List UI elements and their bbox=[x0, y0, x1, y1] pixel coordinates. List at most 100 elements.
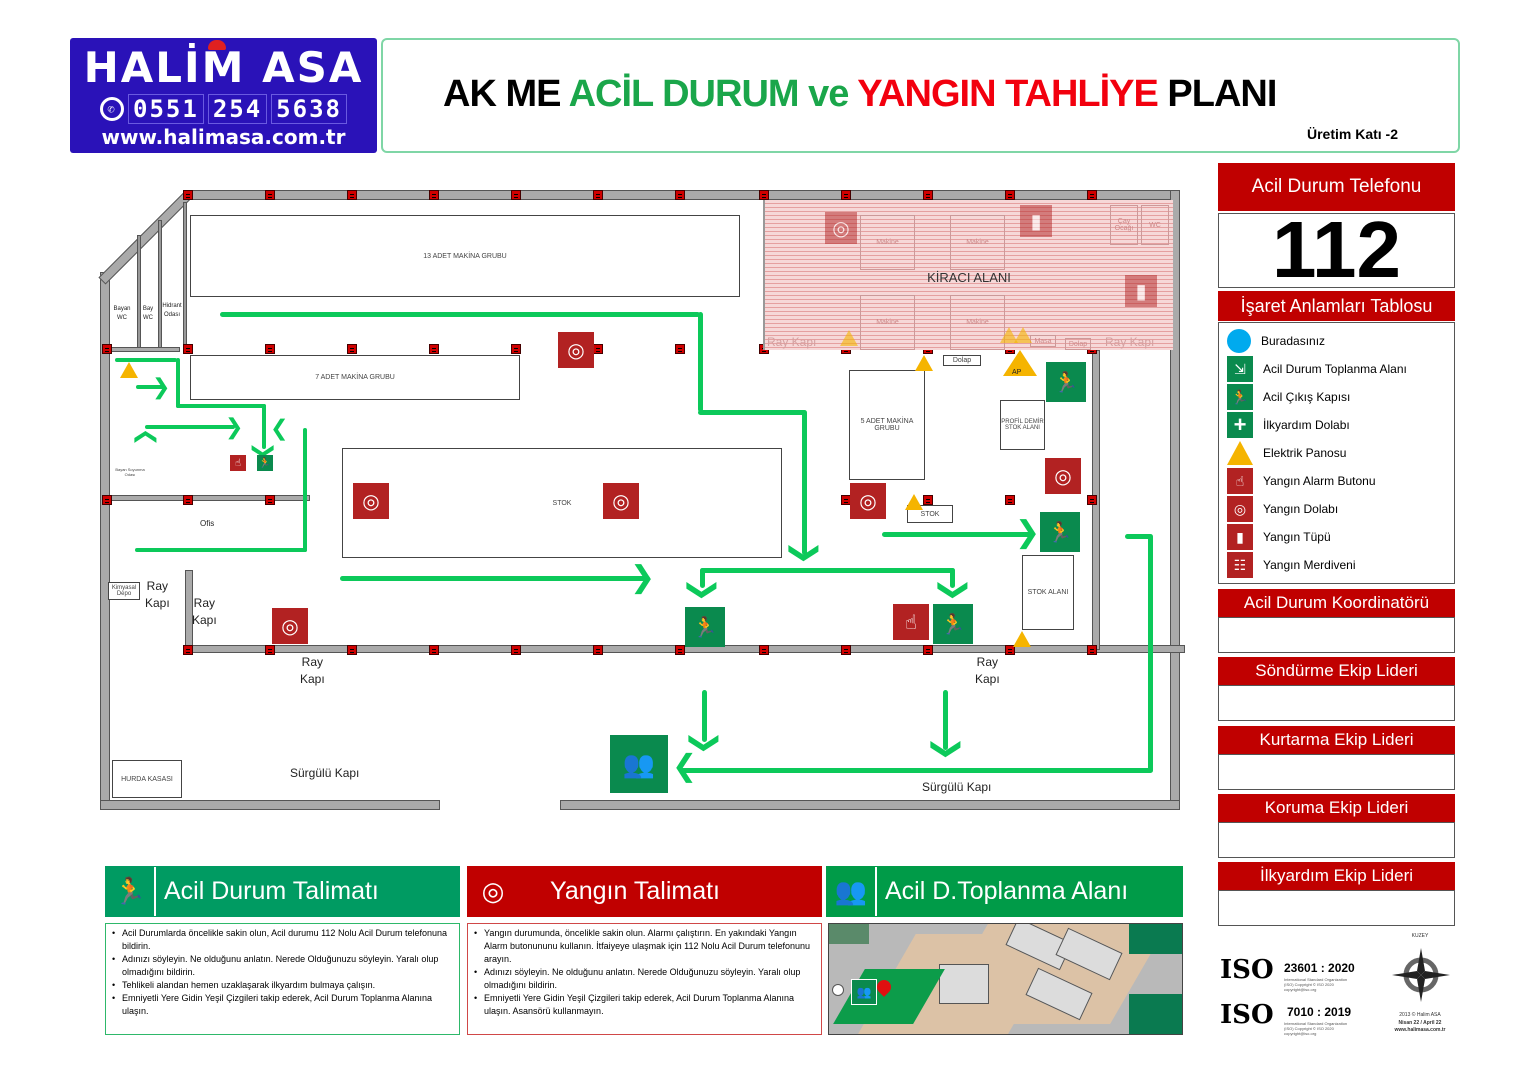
legend-item: +İlkyardım Dolabı bbox=[1227, 411, 1446, 439]
stock-area: STOK ALANI bbox=[1022, 555, 1074, 630]
arrow-right-icon: ❯ bbox=[1015, 516, 1041, 549]
column bbox=[1005, 645, 1015, 655]
wall bbox=[98, 192, 191, 285]
compass-icon bbox=[1392, 948, 1450, 1002]
electric-hazard-icon bbox=[915, 355, 933, 371]
tenant-machine: Makine bbox=[950, 295, 1005, 350]
footer-website: www.halimasa.com.tr bbox=[1394, 1027, 1446, 1033]
floor-plan: KİRACI ALANI Makine Makine Makine Makine… bbox=[98, 190, 1185, 810]
fire-alarm-button-icon: ☝ bbox=[893, 604, 929, 640]
arrow-down-icon: ❯ bbox=[937, 577, 971, 603]
evacuation-route bbox=[680, 768, 1153, 773]
evacuation-route bbox=[145, 425, 235, 429]
evacuation-route bbox=[802, 410, 807, 555]
you-are-here-icon bbox=[1227, 329, 1251, 353]
profile-stock-area: PROFİL DEMİR STOK ALANI bbox=[1000, 400, 1045, 450]
electric-hazard-icon bbox=[1013, 631, 1031, 647]
column bbox=[183, 495, 193, 505]
column bbox=[923, 495, 933, 505]
column bbox=[265, 645, 275, 655]
column bbox=[265, 344, 275, 354]
instruction-item: Emniyetli Yere Gidin Yeşil Çizgileri tak… bbox=[112, 992, 453, 1018]
emergency-exit-icon: 🏃 bbox=[685, 607, 725, 647]
arrow-up-icon: ❯ bbox=[131, 427, 157, 447]
column bbox=[1087, 190, 1097, 200]
instruction-item: Tehlikeli alandan hemen uzaklaşarak ilky… bbox=[112, 979, 453, 992]
evacuation-route bbox=[700, 568, 705, 588]
arrow-left-icon: ❯ bbox=[270, 419, 289, 444]
role-header-firstaid: İlkyardım Ekip Lideri bbox=[1218, 862, 1455, 890]
wall bbox=[560, 800, 1180, 810]
evacuation-route bbox=[700, 568, 955, 573]
emergency-phone-header: Acil Durum Telefonu bbox=[1218, 163, 1455, 211]
column bbox=[429, 190, 439, 200]
instruction-item: Emniyetli Yere Gidin Yeşil Çizgileri tak… bbox=[474, 992, 815, 1018]
role-field-coordinator[interactable] bbox=[1218, 617, 1455, 653]
evacuation-route bbox=[882, 532, 1032, 537]
legend-item: ☝Yangın Alarm Butonu bbox=[1227, 467, 1446, 495]
sliding-door-label: Sürgülü Kapı bbox=[290, 766, 360, 780]
emergency-instructions-header: 🏃 Acil Durum Talimatı bbox=[105, 866, 460, 917]
column bbox=[429, 645, 439, 655]
fire-hose-icon: ◎ bbox=[850, 483, 886, 519]
column bbox=[511, 190, 521, 200]
date-label: Nisan 22 / April 22 bbox=[1398, 1020, 1442, 1026]
assembly-area-map: 👥 bbox=[828, 923, 1183, 1035]
electric-hazard-icon bbox=[1014, 327, 1032, 343]
wall bbox=[110, 495, 310, 501]
arrow-down-icon: ❯ bbox=[688, 730, 722, 756]
role-field-rescue[interactable] bbox=[1218, 754, 1455, 790]
legend-header: İşaret Anlamları Tablosu bbox=[1218, 291, 1455, 321]
role-field-extinguish[interactable] bbox=[1218, 685, 1455, 721]
evacuation-route bbox=[135, 548, 307, 552]
fire-hose-icon: ◎ bbox=[1227, 496, 1253, 522]
evacuation-route bbox=[176, 404, 266, 408]
legend-item: ◎Yangın Dolabı bbox=[1227, 495, 1446, 523]
fire-hose-icon: ◎ bbox=[603, 483, 639, 519]
column bbox=[429, 344, 439, 354]
emergency-exit-icon: 🏃 bbox=[933, 604, 973, 644]
column bbox=[923, 645, 933, 655]
ap-label: AP bbox=[1012, 369, 1022, 376]
evacuation-route bbox=[1148, 534, 1153, 772]
role-field-protection[interactable] bbox=[1218, 822, 1455, 858]
machine-group-13: 13 ADET MAKİNA GRUBU bbox=[190, 215, 740, 297]
assembly-point-icon: 👥 bbox=[851, 979, 877, 1005]
column bbox=[347, 344, 357, 354]
fire-instructions-header: ◎ Yangın Talimatı bbox=[467, 866, 822, 917]
legend-item: Buradasınız bbox=[1227, 327, 1446, 355]
emergency-phone-box: 112 bbox=[1218, 205, 1455, 294]
evacuation-route bbox=[698, 410, 806, 415]
emergency-phone-number: 112 bbox=[1271, 205, 1402, 294]
assembly-area-header: 👥 Acil D.Toplanma Alanı bbox=[826, 866, 1183, 917]
electric-hazard-icon bbox=[840, 330, 858, 346]
office: Ofis bbox=[200, 519, 215, 528]
column bbox=[841, 645, 851, 655]
tenant-area: KİRACI ALANI Makine Makine Makine Makine… bbox=[763, 200, 1173, 350]
wall bbox=[183, 202, 187, 350]
role-header-coordinator: Acil Durum Koordinatörü bbox=[1218, 589, 1455, 617]
instruction-item: Yangın durumunda, öncelikle sakin olun. … bbox=[474, 927, 815, 966]
you-are-here-marker bbox=[832, 984, 844, 996]
column bbox=[1005, 495, 1015, 505]
rail-door-label: Ray Kapı bbox=[1105, 335, 1155, 349]
scrap-bin: HURDA KASASI bbox=[112, 760, 182, 798]
fire-ladder-icon: ☷ bbox=[1227, 552, 1253, 578]
evacuation-route bbox=[1125, 534, 1152, 539]
machine-group-7: 7 ADET MAKİNA GRUBU bbox=[190, 355, 520, 400]
column bbox=[511, 645, 521, 655]
role-field-firstaid[interactable] bbox=[1218, 890, 1455, 926]
tenant-kitchen: Çay Ocağı bbox=[1110, 205, 1138, 245]
electric-hazard-icon bbox=[1227, 441, 1253, 465]
column bbox=[593, 645, 603, 655]
logo-phone: ✆ 0551 254 5638 bbox=[70, 94, 377, 124]
evacuation-route bbox=[702, 690, 707, 742]
column bbox=[102, 495, 112, 505]
role-header-extinguish: Söndürme Ekip Lideri bbox=[1218, 657, 1455, 685]
fire-hose-icon: ◎ bbox=[1045, 458, 1081, 494]
sliding-door-label: Sürgülü Kapı bbox=[922, 780, 992, 794]
